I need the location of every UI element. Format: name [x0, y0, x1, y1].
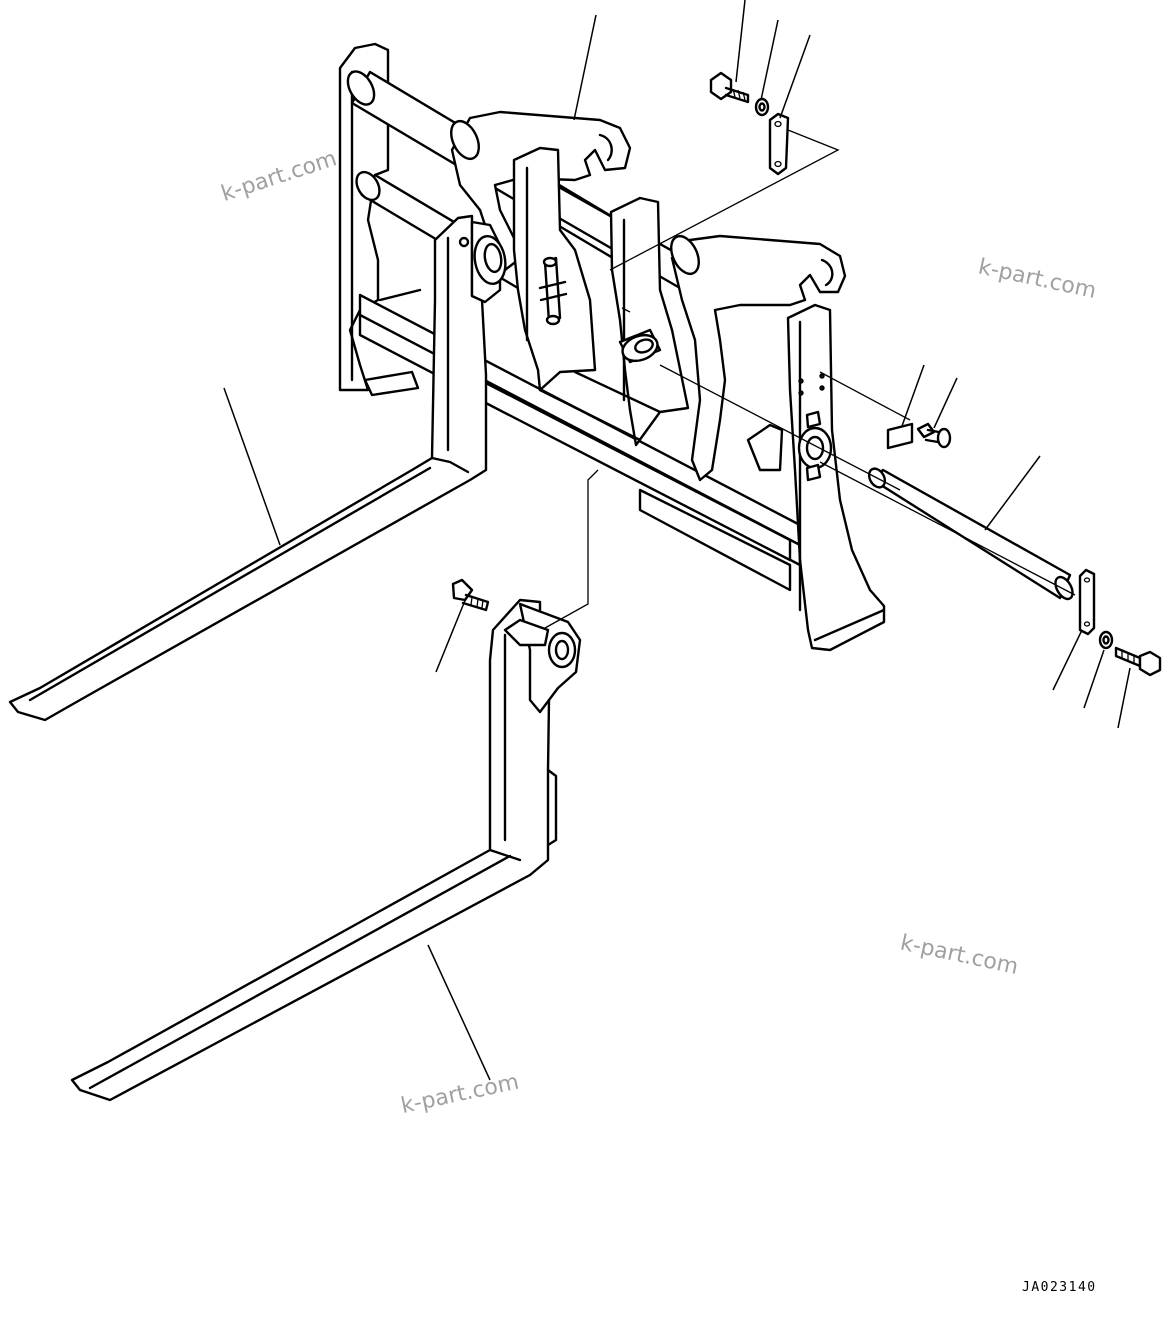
right-side-plate [786, 303, 886, 652]
fork-left-mounted [8, 214, 507, 722]
left-hook-bracket [450, 110, 632, 272]
right-hook-bracket [670, 234, 847, 482]
leader-lines [223, 0, 1131, 1081]
pin-shaft [867, 467, 1074, 601]
fork-right-detached [70, 598, 582, 1102]
assembly-lines [544, 129, 1076, 629]
drawing-code: JA023140 [1022, 1280, 1097, 1295]
small-parts [451, 71, 1162, 677]
